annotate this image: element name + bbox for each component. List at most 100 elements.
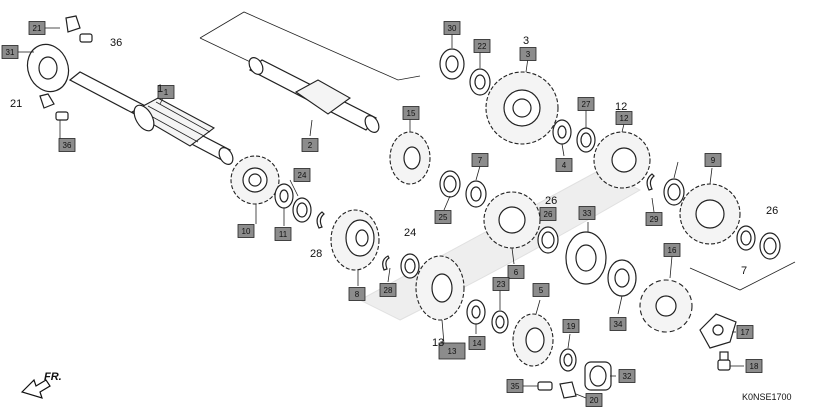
callout-box-23: 23 — [492, 277, 510, 291]
callout-box-36: 36 — [58, 138, 76, 152]
callout-txt-26a: 26 — [545, 195, 557, 207]
callout-label: 3 — [526, 50, 531, 59]
callout-box-26: 26 — [539, 207, 557, 221]
bolt-35-plate-20 — [537, 381, 577, 399]
callout-box-8: 8 — [348, 287, 366, 301]
leader-lines — [18, 27, 744, 399]
bushing-7b — [736, 225, 756, 251]
callout-label: 23 — [497, 280, 506, 289]
callout-box-32: 32 — [618, 369, 636, 383]
bearing-30 — [439, 48, 465, 80]
gear-6 — [483, 191, 541, 249]
callout-txt-3: 3 — [523, 35, 529, 47]
callout-box-21: 21 — [28, 21, 46, 35]
circlip-28a — [316, 211, 325, 229]
callout-box-13: 13 — [438, 342, 466, 360]
bushing-7 — [465, 180, 487, 208]
callout-txt-36: 36 — [110, 37, 122, 49]
callout-label: 10 — [242, 227, 251, 236]
gear-12 — [593, 131, 651, 189]
circlip-28b — [382, 255, 390, 271]
callout-label: 36 — [63, 141, 72, 150]
callout-label: 27 — [582, 100, 591, 109]
bearing-31 — [26, 43, 70, 93]
callout-box-6: 6 — [507, 265, 525, 279]
callout-box-4: 4 — [555, 158, 573, 172]
callout-box-33: 33 — [578, 206, 596, 220]
callout-box-31: 31 — [1, 45, 19, 59]
washer-23 — [491, 310, 509, 334]
callout-label: 18 — [750, 362, 759, 371]
callout-box-29: 29 — [645, 212, 663, 226]
callout-box-1: 1 — [157, 85, 175, 99]
callout-box-18: 18 — [745, 359, 763, 373]
callout-box-25a: 25 — [434, 210, 452, 224]
callout-label: 13 — [448, 347, 457, 356]
bearing-33 — [565, 231, 607, 285]
callout-label: 15 — [407, 109, 416, 118]
direction-label: FR. — [44, 371, 62, 383]
setting-plate-21 — [39, 15, 81, 109]
washer-25a — [439, 170, 461, 198]
callout-txt-7: 7 — [741, 265, 747, 277]
callout-label: 24 — [298, 171, 307, 180]
washer-22 — [469, 68, 491, 96]
callout-label: 2 — [308, 141, 313, 150]
callout-box-15: 15 — [402, 106, 420, 120]
needle-bearing-32 — [584, 361, 612, 391]
gear-10 — [230, 155, 280, 205]
callout-box-27: 27 — [577, 97, 595, 111]
washer-25b — [663, 178, 685, 206]
callout-txt-21: 21 — [10, 98, 22, 110]
callout-label: 9 — [711, 156, 716, 165]
washer-24 — [292, 197, 312, 223]
callout-label: 14 — [473, 339, 482, 348]
callout-label: 1 — [164, 88, 169, 97]
callout-label: 16 — [668, 246, 677, 255]
gear-13 — [415, 255, 465, 321]
callout-label: 31 — [6, 48, 15, 57]
bolt-18 — [717, 351, 731, 371]
callout-box-24: 24 — [293, 168, 311, 182]
callout-box-30: 30 — [443, 21, 461, 35]
callout-label: 7 — [478, 156, 483, 165]
callout-box-35: 35 — [506, 379, 524, 393]
diagram-code: K0NSE1700 — [742, 392, 792, 402]
spacer-4 — [552, 119, 572, 145]
callout-box-2: 2 — [301, 138, 319, 152]
mainshaft — [68, 71, 234, 165]
callout-label: 35 — [511, 382, 520, 391]
washer-26a — [537, 226, 559, 254]
callout-label: 22 — [478, 42, 487, 51]
assembly-frame-right — [689, 261, 796, 291]
callout-label: 5 — [539, 286, 544, 295]
bushing-14 — [466, 299, 486, 325]
callout-txt-26b: 26 — [766, 205, 778, 217]
callout-label: 4 — [562, 161, 567, 170]
callout-label: 32 — [623, 372, 632, 381]
washer-24b — [400, 253, 420, 279]
washer-27 — [576, 127, 596, 153]
washer-26b — [759, 232, 781, 260]
callout-box-7: 7 — [471, 153, 489, 167]
callout-label: 26 — [544, 210, 553, 219]
callout-label: 8 — [355, 290, 360, 299]
callout-box-14: 14 — [468, 336, 486, 350]
circlip-29 — [646, 173, 655, 191]
callout-label: 28 — [384, 286, 393, 295]
callout-box-28: 28 — [379, 283, 397, 297]
countershaft — [248, 57, 380, 133]
callout-box-5: 5 — [532, 283, 550, 297]
callout-label: 20 — [590, 396, 599, 405]
callout-box-17: 17 — [736, 325, 754, 339]
callout-box-16: 16 — [663, 243, 681, 257]
callout-label: 6 — [514, 268, 519, 277]
callout-label: 33 — [583, 209, 592, 218]
callout-label: 30 — [448, 24, 457, 33]
callout-label: 17 — [741, 328, 750, 337]
callout-label: 21 — [33, 24, 42, 33]
callout-label: 12 — [620, 114, 629, 123]
gear-5 — [512, 313, 554, 367]
